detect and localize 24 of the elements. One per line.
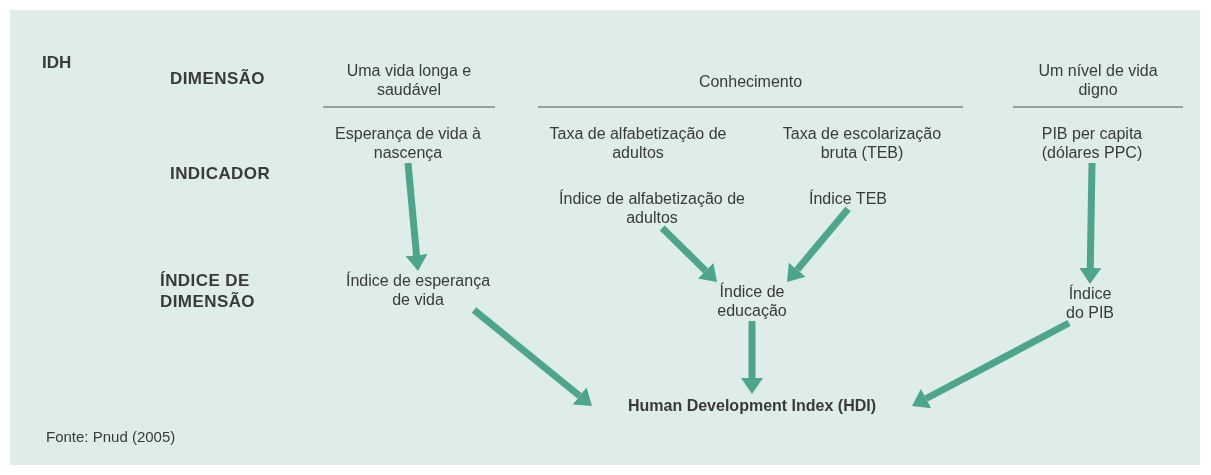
- index-text: Índice de esperança de vida: [344, 271, 492, 309]
- row-heading: DIMENSÃO: [170, 68, 266, 90]
- arrow: [912, 319, 1071, 409]
- dimension-heading: Uma vida longa e saudável: [345, 61, 473, 99]
- row-heading: ÍNDICE DE DIMENSÃO: [160, 270, 256, 312]
- index-text: Índice de alfabetização de adultos: [558, 189, 746, 227]
- idh-heading: IDH: [42, 52, 73, 74]
- row-heading: INDICADOR: [170, 163, 272, 185]
- arrow: [1079, 162, 1102, 284]
- indicator-text: Taxa de escolarização bruta (TEB): [781, 124, 943, 162]
- arrow: [659, 225, 717, 282]
- source-note: Fonte: Pnud (2005): [46, 427, 177, 447]
- dimension-heading: Conhecimento: [697, 72, 804, 92]
- arrow: [471, 307, 592, 406]
- arrow: [404, 162, 428, 271]
- index-text: Índice TEB: [809, 189, 887, 208]
- dimension-heading: Um nível de vida digno: [1037, 61, 1159, 99]
- index-text: Esperança de vida à nascença: [334, 124, 482, 162]
- index-text: PIB per capita (dólares PPC): [1040, 124, 1144, 162]
- index-text: Índice de educação: [716, 282, 788, 320]
- indicator-text: Taxa de alfabetização de adultos: [548, 124, 728, 162]
- result-text: Human Development Index (HDI): [628, 396, 876, 416]
- index-text: Índice do PIB: [1065, 284, 1115, 322]
- arrow: [787, 206, 851, 282]
